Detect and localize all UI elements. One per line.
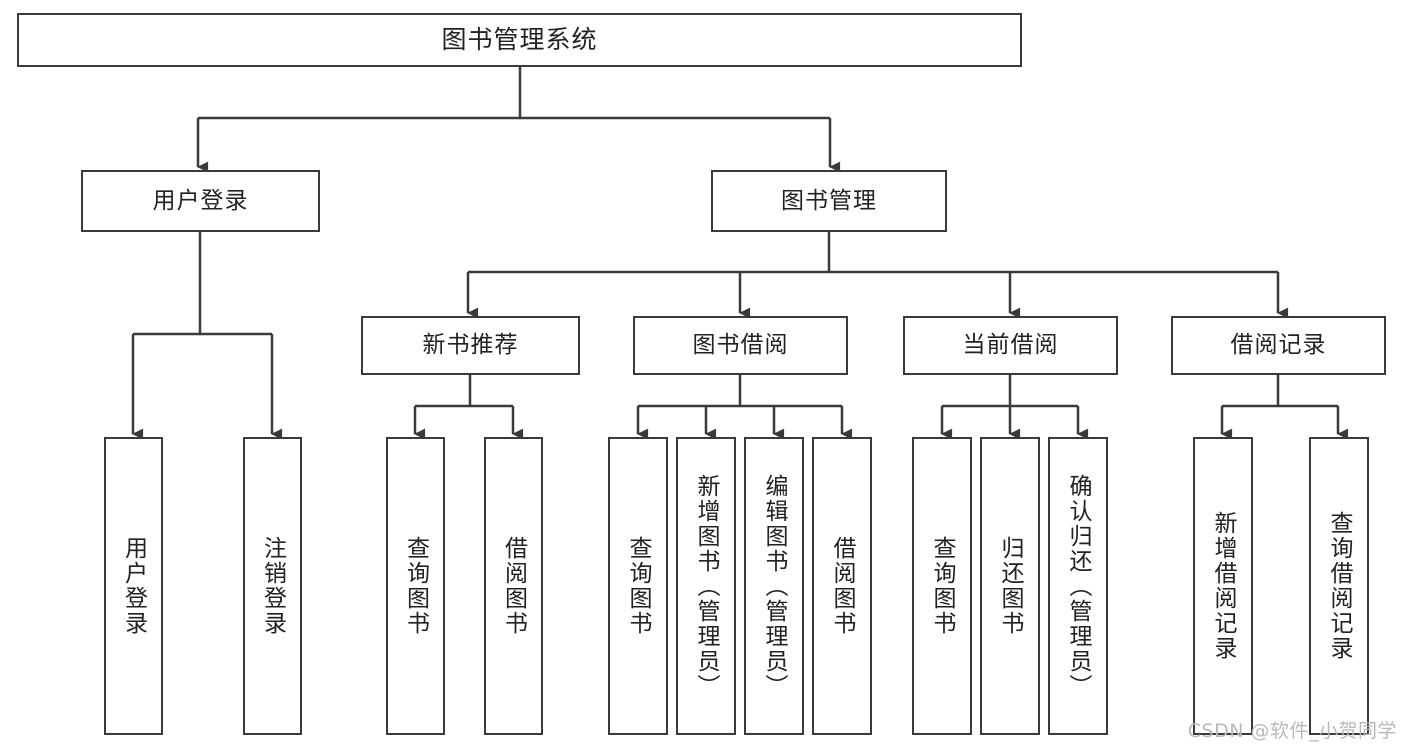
leaf-confirm-return-admin[interactable]: 确认归还（管理员）: [1048, 437, 1108, 735]
node-label: 新增借阅记录: [1210, 511, 1237, 661]
node-label: 用户登录: [152, 187, 249, 214]
leaf-query-borrow-record[interactable]: 查询借阅记录: [1309, 437, 1369, 735]
node-label: 确认归还（管理员）: [1065, 473, 1092, 699]
node-label: 用户登录: [120, 536, 147, 636]
csdn-watermark: CSDN @软件_小贺同学: [1187, 720, 1397, 742]
leaf-add-borrow-record[interactable]: 新增借阅记录: [1193, 437, 1253, 735]
node-label: 当前借阅: [962, 332, 1059, 359]
leaf-return-book[interactable]: 归还图书: [980, 437, 1040, 735]
node-user-login[interactable]: 用户登录: [81, 170, 320, 232]
node-label: 查询图书: [402, 536, 429, 636]
leaf-add-book-admin[interactable]: 新增图书（管理员）: [676, 437, 736, 735]
node-label: 归还图书: [997, 536, 1024, 636]
node-label: 图书管理系统: [441, 24, 598, 54]
node-label: 编辑图书（管理员）: [761, 473, 788, 699]
node-label: 查询图书: [929, 536, 956, 636]
leaf-query-book-recommend[interactable]: 查询图书: [386, 437, 445, 735]
node-label: 新增图书（管理员）: [693, 473, 720, 699]
node-label: 查询借阅记录: [1326, 511, 1353, 661]
node-label: 图书借阅: [692, 332, 789, 359]
node-book-borrow[interactable]: 图书借阅: [633, 316, 848, 375]
node-label: 借阅记录: [1230, 332, 1327, 359]
node-borrow-record[interactable]: 借阅记录: [1171, 316, 1386, 375]
leaf-user-logout[interactable]: 注销登录: [243, 437, 302, 735]
node-new-book-recommend[interactable]: 新书推荐: [361, 316, 580, 375]
leaf-user-login[interactable]: 用户登录: [104, 437, 163, 735]
node-current-borrow[interactable]: 当前借阅: [903, 316, 1118, 375]
node-label: 新书推荐: [422, 332, 519, 359]
leaf-borrow-book-recommend[interactable]: 借阅图书: [484, 437, 543, 735]
node-label: 注销登录: [259, 536, 286, 636]
node-label: 查询图书: [625, 536, 652, 636]
leaf-query-book-current[interactable]: 查询图书: [912, 437, 972, 735]
leaf-query-book-borrow[interactable]: 查询图书: [608, 437, 668, 735]
node-book-management[interactable]: 图书管理: [711, 170, 947, 232]
leaf-borrow-book[interactable]: 借阅图书: [812, 437, 872, 735]
leaf-edit-book-admin[interactable]: 编辑图书（管理员）: [744, 437, 804, 735]
node-label: 借阅图书: [500, 536, 527, 636]
node-root-book-management-system[interactable]: 图书管理系统: [17, 13, 1022, 67]
node-label: 借阅图书: [829, 536, 856, 636]
node-label: 图书管理: [781, 187, 877, 214]
